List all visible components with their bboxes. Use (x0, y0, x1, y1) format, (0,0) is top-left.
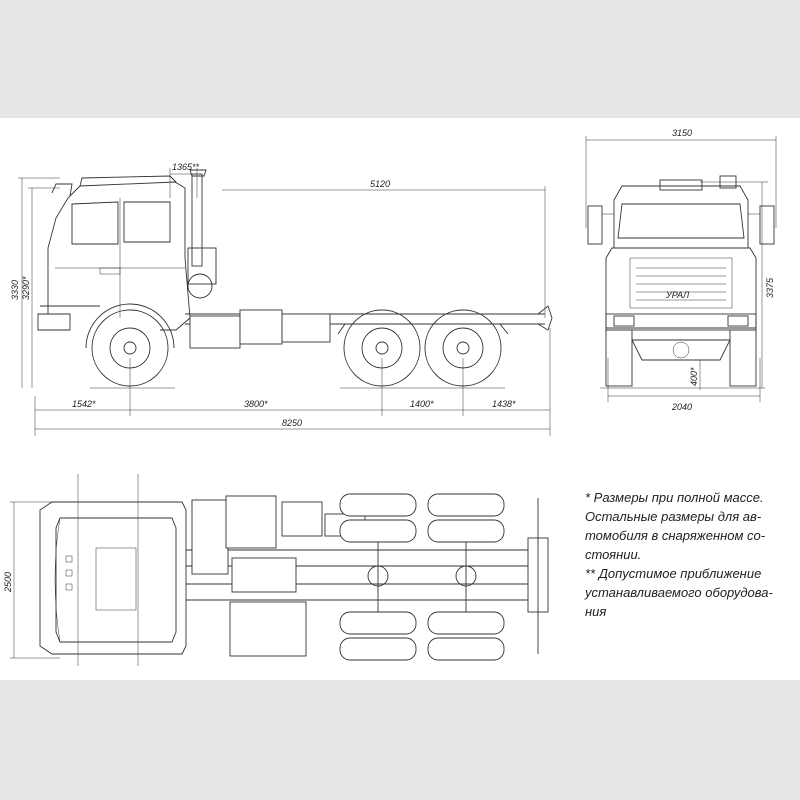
top-view: 2500 (3, 474, 549, 666)
note-line: * Размеры при полной массе. (585, 490, 764, 505)
dim-3375: 3375 (765, 277, 775, 298)
side-rear-wheel-1 (343, 309, 421, 387)
side-rear-wheel-2 (424, 309, 502, 387)
dim-1365: 1365** (172, 162, 200, 172)
dim-2040: 2040 (671, 402, 692, 412)
dim-2500: 2500 (3, 572, 13, 593)
side-wheels (85, 303, 509, 389)
top-cab (39, 501, 187, 655)
top-dimension-labels: 2500 (3, 572, 13, 593)
side-exhaust-stack (189, 169, 207, 267)
side-dimension-labels: 1365** 5120 3330 3290* 1542* 3800* 1400*… (10, 162, 516, 428)
side-dimension-lines (18, 168, 551, 436)
front-wheels (600, 329, 765, 389)
front-cab: УРАЛ (587, 175, 775, 331)
front-view: УРАЛ 3150 3375 400* 2040 (585, 128, 777, 412)
dim-1400: 1400* (410, 399, 434, 409)
side-view: 1365** 5120 3330 3290* 1542* 3800* 1400*… (10, 162, 553, 436)
dim-5120: 5120 (370, 179, 390, 189)
top-chassis (186, 495, 549, 657)
top-wheels (339, 493, 505, 661)
note-line: томобиля в снаряженном со- (585, 528, 766, 543)
note-line: ** Допустимое приближение (585, 566, 762, 581)
drawing-notes: * Размеры при полной массе. Остальные ра… (585, 488, 800, 621)
side-cab (37, 175, 191, 331)
dim-3800: 3800* (244, 399, 268, 409)
dim-1542: 1542* (72, 399, 96, 409)
front-dimension-labels: 3150 3375 400* 2040 (671, 128, 775, 412)
drawing-sheet: 1365** 5120 3330 3290* 1542* 3800* 1400*… (0, 118, 800, 680)
dim-3290: 3290* (21, 276, 31, 300)
note-line: устанавливаемого оборудова- (585, 585, 773, 600)
top-dimension-lines (10, 474, 139, 666)
technical-drawing: 1365** 5120 3330 3290* 1542* 3800* 1400*… (3, 128, 777, 666)
dim-8250: 8250 (282, 418, 302, 428)
dim-3330: 3330 (10, 280, 20, 300)
grille-logo: УРАЛ (665, 290, 690, 300)
dim-400: 400* (689, 367, 699, 386)
note-line: стоянии. (585, 547, 642, 562)
front-dimension-lines (585, 136, 777, 402)
dim-1438: 1438* (492, 399, 516, 409)
dim-3150: 3150 (672, 128, 692, 138)
side-front-wheel (85, 303, 175, 387)
note-line: Остальные размеры для ав- (585, 509, 762, 524)
note-line: ния (585, 604, 607, 619)
